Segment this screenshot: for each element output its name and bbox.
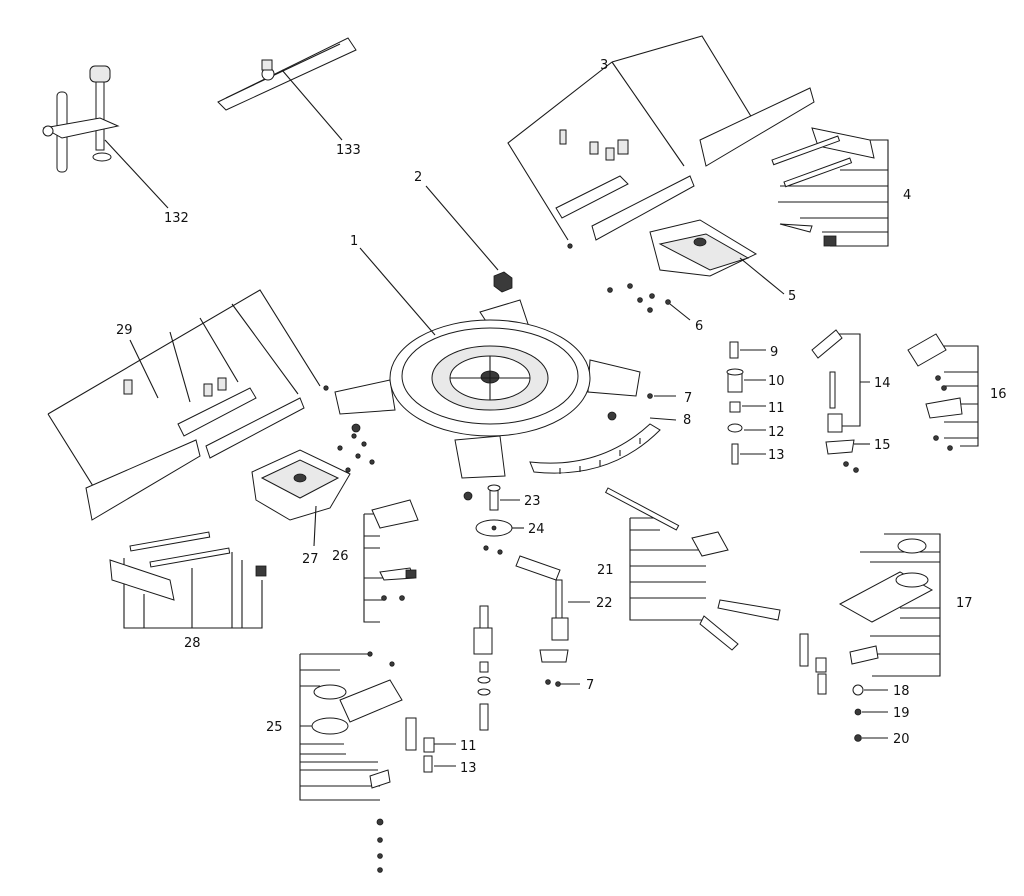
label-21: 21 xyxy=(597,563,614,578)
label-16: 16 xyxy=(990,387,1007,402)
part-28-support xyxy=(109,531,267,601)
label-9: 9 xyxy=(770,345,778,360)
label-25: 25 xyxy=(266,720,283,735)
label-18: 18 xyxy=(893,684,910,699)
label-24: 24 xyxy=(528,522,545,537)
pin-stack xyxy=(473,605,493,731)
part-6-screws xyxy=(607,283,671,313)
label-17: 17 xyxy=(956,596,973,611)
label-20: 20 xyxy=(893,732,910,747)
label-14: 14 xyxy=(874,376,891,391)
part-24-disc xyxy=(475,519,513,555)
label-4: 4 xyxy=(903,188,911,203)
parts-9-13-column xyxy=(726,341,744,465)
label-27: 27 xyxy=(302,552,319,567)
label-15: 15 xyxy=(874,438,891,453)
part-3-fence xyxy=(555,87,815,241)
label-29: 29 xyxy=(116,323,133,338)
label-23: 23 xyxy=(524,494,541,509)
part-5-bracket xyxy=(649,219,758,277)
part-25-washers xyxy=(376,818,384,873)
label-26: 26 xyxy=(332,549,349,564)
part-8-scale xyxy=(529,423,661,474)
part-27-bracket xyxy=(251,449,351,521)
part-27-screws xyxy=(337,433,375,473)
label-12: 12 xyxy=(768,425,785,440)
label-8: 8 xyxy=(683,413,691,428)
label-5: 5 xyxy=(788,289,796,304)
label-7-lower: 7 xyxy=(586,678,594,693)
label-13-lower: 13 xyxy=(460,761,477,776)
label-10: 10 xyxy=(768,374,785,389)
part-23-bolt xyxy=(487,484,501,511)
part-21-linkage xyxy=(604,487,781,651)
label-133: 133 xyxy=(336,143,361,158)
fasteners xyxy=(323,243,617,667)
label-1: 1 xyxy=(350,234,358,249)
part-17-plate xyxy=(838,538,934,665)
part-29-left-fence xyxy=(85,377,305,521)
label-7-upper: 7 xyxy=(684,391,692,406)
label-3: 3 xyxy=(600,58,608,73)
part-1-turntable-base xyxy=(334,299,641,479)
label-22: 22 xyxy=(596,596,613,611)
part-4-rods xyxy=(771,127,875,247)
part-14-lever xyxy=(811,329,843,433)
label-2: 2 xyxy=(414,170,422,185)
label-11-lower: 11 xyxy=(460,739,477,754)
part-132-clamp xyxy=(42,65,120,173)
part-16-assembly xyxy=(907,333,963,451)
part-17-pins xyxy=(799,633,827,695)
part-25-plate xyxy=(311,679,403,789)
label-13-upper: 13 xyxy=(768,448,785,463)
label-6: 6 xyxy=(695,319,703,334)
part-133-stop-bar xyxy=(217,37,357,111)
label-11-upper: 11 xyxy=(768,401,785,416)
label-19: 19 xyxy=(893,706,910,721)
label-28: 28 xyxy=(184,636,201,651)
label-132: 132 xyxy=(164,211,189,226)
part-22-lever xyxy=(515,555,569,663)
part-26-lock xyxy=(371,499,419,601)
